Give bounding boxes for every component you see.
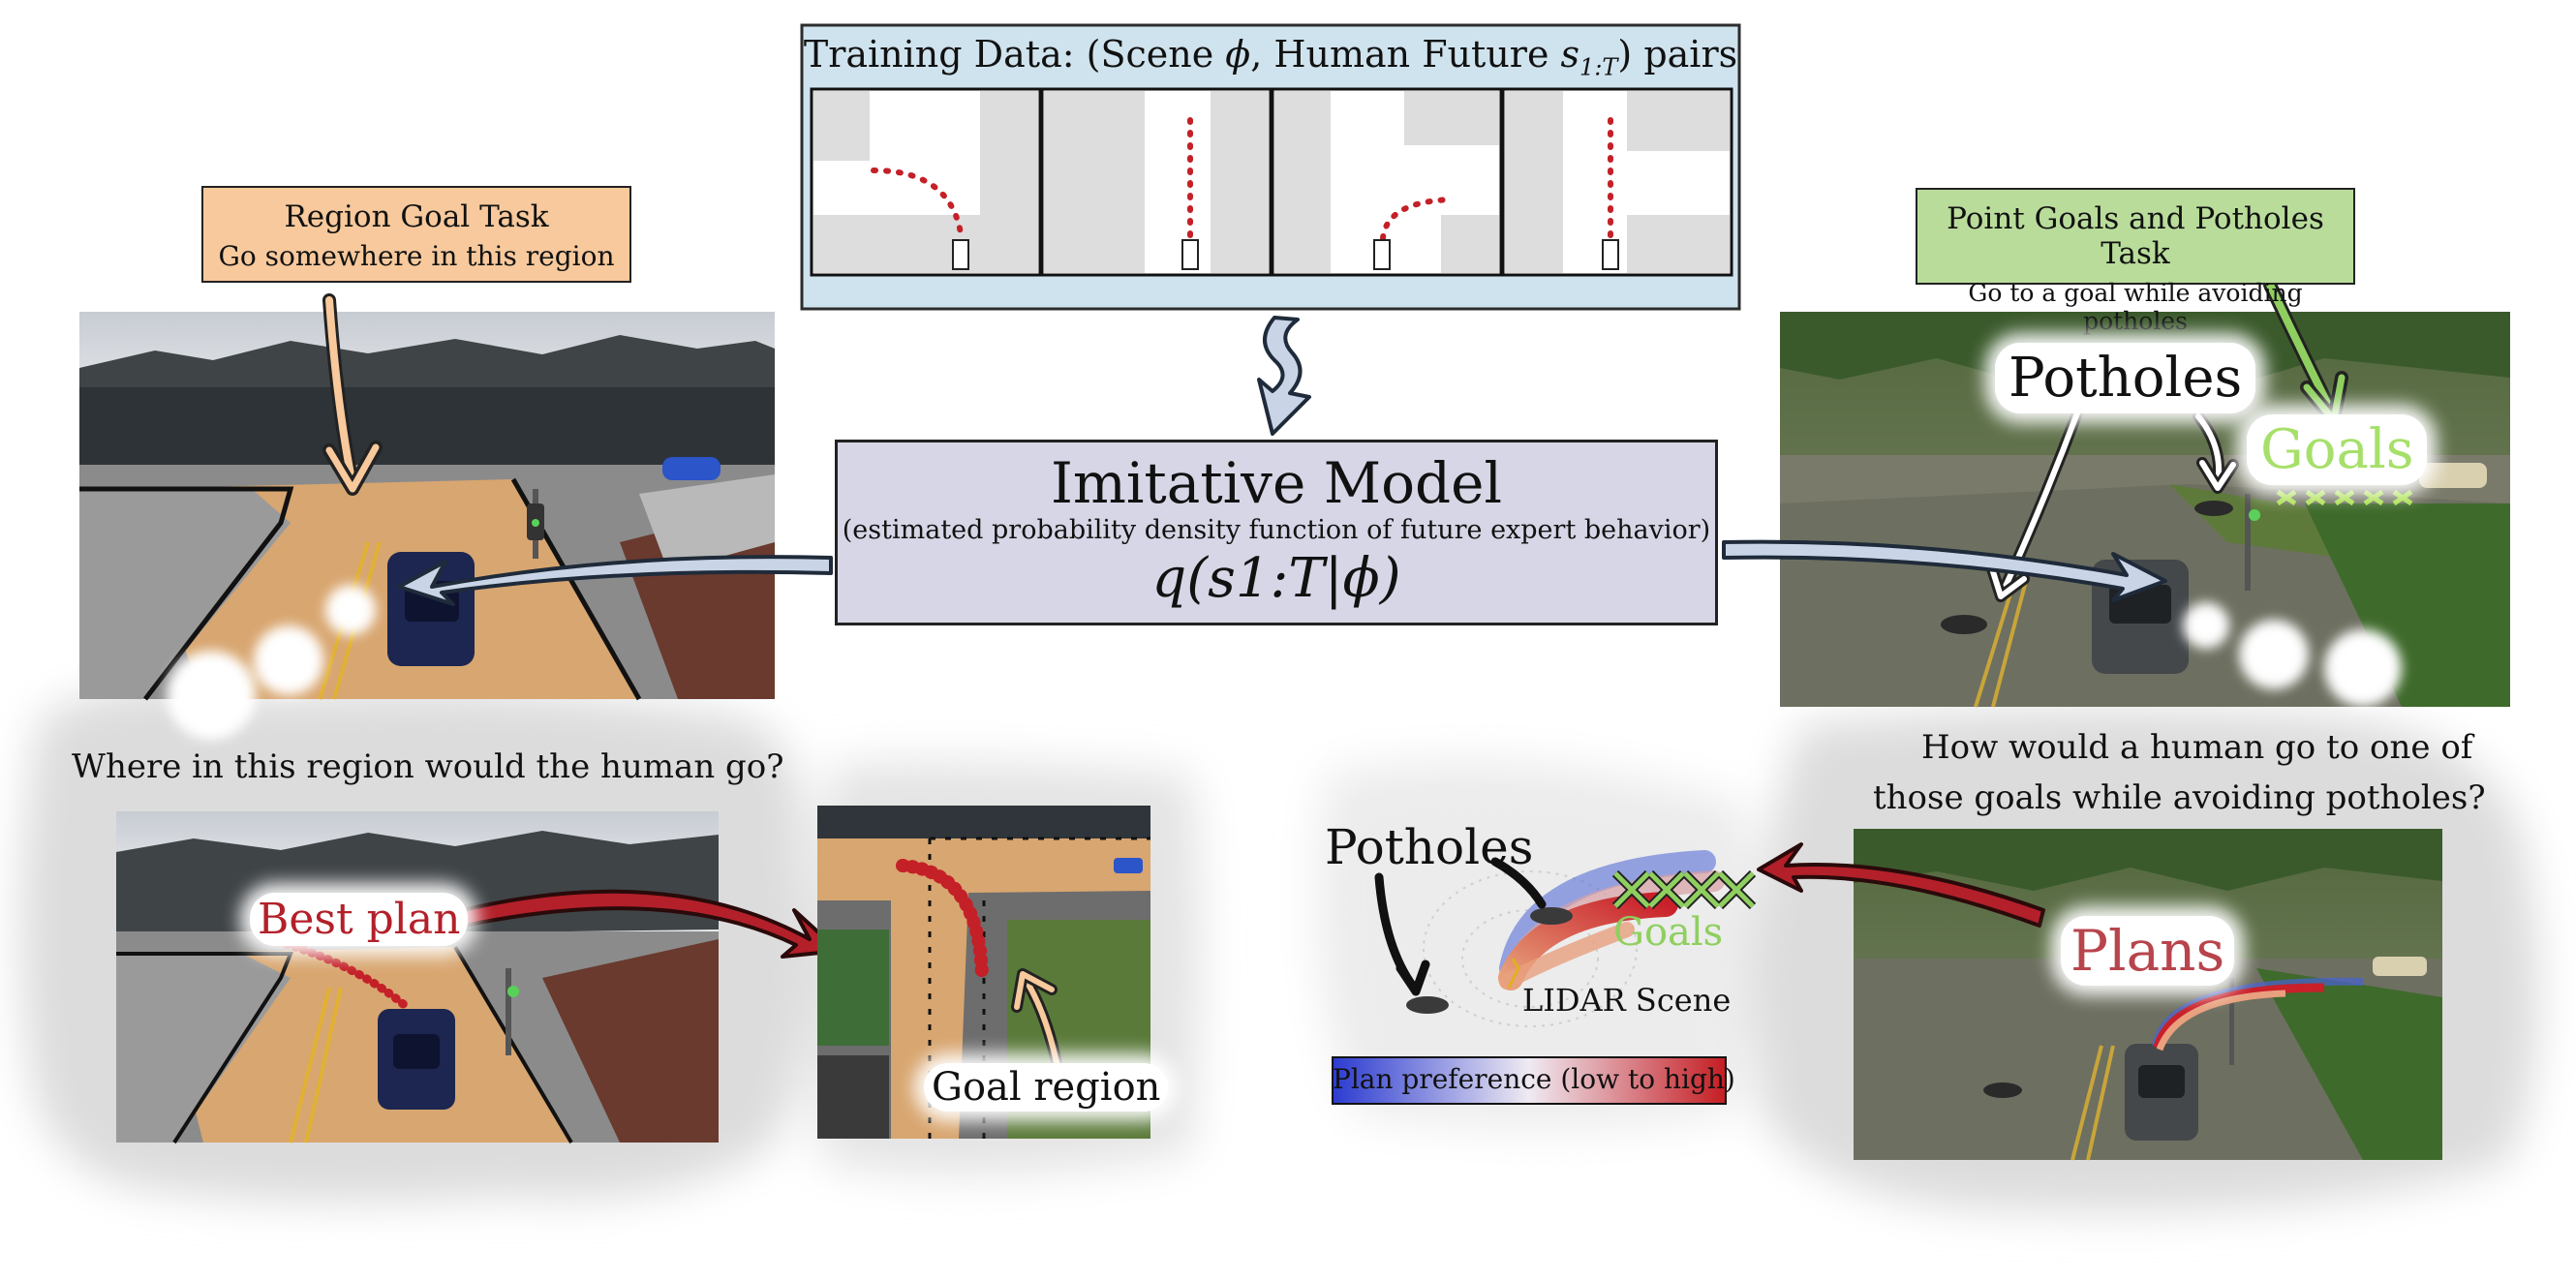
plan-preference-label: Plan preference (low to high) bbox=[1333, 1063, 1735, 1095]
lidar-goals-label: Goals bbox=[1613, 910, 1724, 955]
best-plan-scene-image bbox=[116, 811, 719, 1144]
left-smoke-puffs bbox=[167, 585, 376, 740]
model-subtitle: (estimated probability density function … bbox=[842, 515, 1711, 545]
region-goal-arrow bbox=[322, 293, 383, 496]
lidar-scene-label: LIDAR Scene bbox=[1522, 982, 1732, 1019]
goal-region-label: Goal region bbox=[924, 1063, 1169, 1112]
training-data-panel bbox=[800, 23, 1741, 311]
training-title-s: s bbox=[1560, 33, 1580, 76]
training-title-prefix: Training Data: (Scene bbox=[803, 33, 1226, 76]
training-scene-2 bbox=[1040, 87, 1273, 277]
training-scene-3 bbox=[1271, 87, 1503, 277]
imitative-model-box: Imitative Model (estimated probability d… bbox=[835, 440, 1718, 625]
plans-question-line1: How would a human go to one of bbox=[1921, 728, 2473, 767]
goal-region-arrow bbox=[1011, 968, 1065, 1082]
point-task-subtitle: Go to a goal while avoiding potholes bbox=[1968, 279, 2303, 335]
plans-to-lidar-arrow bbox=[1757, 842, 2045, 928]
lidar-potholes-label: Potholes bbox=[1325, 819, 1534, 875]
plans-label: Plans bbox=[2061, 916, 2235, 986]
goals-label: Goals bbox=[2247, 414, 2428, 485]
model-formula: q(s1:T|ϕ) bbox=[1151, 547, 1401, 610]
model-to-right-scene-arrow bbox=[1722, 539, 2167, 602]
training-to-model-arrow bbox=[1257, 316, 1311, 436]
plans-question-line2: those goals while avoiding potholes? bbox=[1873, 778, 2486, 817]
left-scene-image bbox=[79, 312, 775, 701]
best-plan-label: Best plan bbox=[250, 893, 469, 946]
region-goal-task-label: Region Goal Task Go somewhere in this re… bbox=[201, 186, 631, 283]
region-question: Where in this region would the human go? bbox=[72, 747, 784, 786]
region-task-title: Region Goal Task bbox=[284, 199, 549, 234]
plan-preference-colorbar bbox=[1332, 1056, 1727, 1105]
point-goals-task-label: Point Goals and Potholes Task Go to a go… bbox=[1916, 188, 2355, 335]
lidar-pothole-arrows bbox=[1374, 857, 1547, 996]
training-title-phi: ϕ bbox=[1225, 33, 1251, 76]
training-title-suffix: ) pairs bbox=[1617, 33, 1738, 76]
right-smoke-puffs bbox=[2183, 602, 2402, 707]
model-title: Imitative Model bbox=[1050, 450, 1503, 516]
training-title-sub: 1:T bbox=[1579, 53, 1618, 81]
training-title-mid: , Human Future bbox=[1250, 33, 1561, 76]
region-task-subtitle: Go somewhere in this region bbox=[218, 240, 615, 272]
training-data-title: Training Data: (Scene ϕ, Human Future s1… bbox=[802, 33, 1739, 81]
point-task-title: Point Goals and Potholes Task bbox=[1947, 201, 2324, 271]
model-to-left-scene-arrow bbox=[397, 555, 833, 606]
training-scene-1 bbox=[810, 87, 1042, 277]
potholes-label: Potholes bbox=[1995, 343, 2256, 413]
lidar-scene bbox=[1406, 850, 1757, 1027]
right-goal-markers bbox=[2276, 489, 2413, 506]
training-scene-4 bbox=[1501, 87, 1733, 277]
plans-scene-image bbox=[1854, 829, 2442, 1161]
